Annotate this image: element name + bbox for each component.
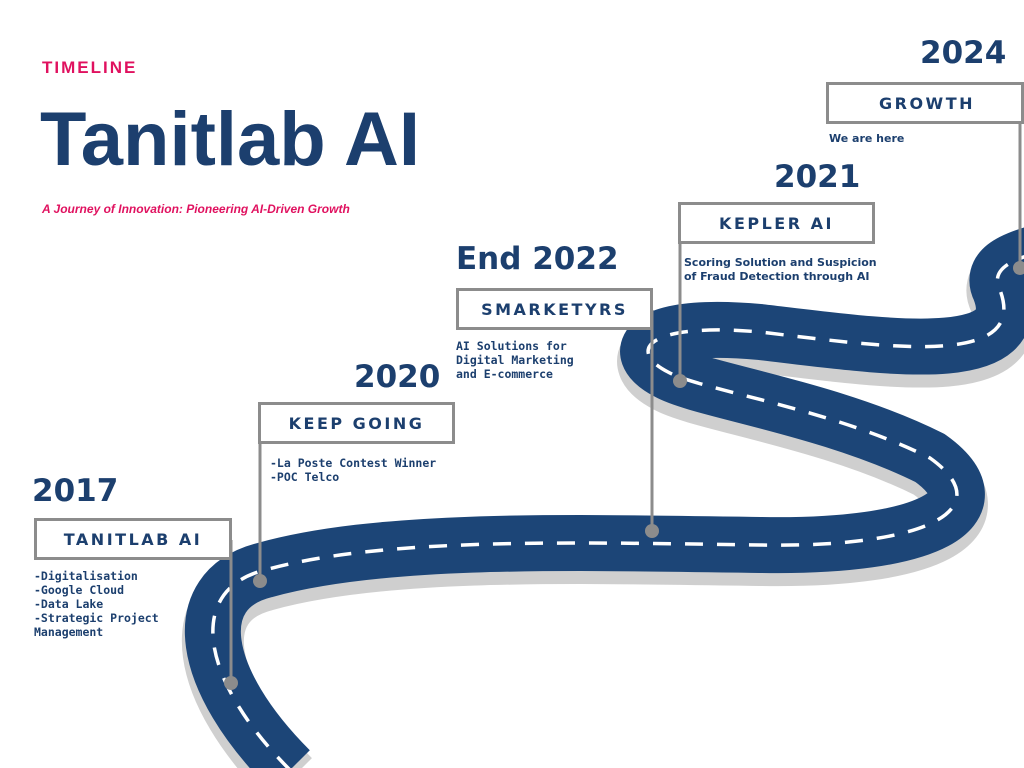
milestone-2017-line: -Digitalisation bbox=[34, 569, 138, 583]
milestone-2020-line: -La Poste Contest Winner bbox=[270, 456, 437, 470]
pole-2017-dot bbox=[224, 676, 238, 690]
milestone-end2022-label: SMARKETYRS bbox=[456, 288, 653, 330]
milestone-2017-line: Management bbox=[34, 625, 104, 639]
milestone-2024-description: We are here bbox=[829, 132, 904, 146]
milestone-2020-year: 2020 bbox=[354, 359, 441, 395]
milestone-2017-line: -Strategic Project bbox=[34, 611, 159, 625]
milestone-2021-line: Scoring Solution and Suspicion bbox=[684, 256, 877, 269]
milestone-2020-label: KEEP GOING bbox=[258, 402, 455, 444]
milestone-2017-line: -Google Cloud bbox=[34, 583, 125, 597]
milestone-2017-description: -Digitalisation -Google Cloud -Data Lake… bbox=[34, 569, 159, 639]
milestone-end2022-year: End 2022 bbox=[456, 241, 619, 277]
timeline-kicker: TIMELINE bbox=[42, 58, 138, 77]
milestone-2021-line: of Fraud Detection through AI bbox=[684, 270, 870, 283]
road-centerline bbox=[211, 255, 1024, 768]
milestone-2017-line: -Data Lake bbox=[34, 597, 104, 611]
milestone-2017-year: 2017 bbox=[32, 473, 119, 509]
milestone-2021-year: 2021 bbox=[774, 159, 861, 195]
milestone-2024-year: 2024 bbox=[920, 35, 1007, 71]
milestone-end2022-line: AI Solutions for bbox=[456, 339, 567, 353]
milestone-2021-description: Scoring Solution and Suspicion of Fraud … bbox=[684, 256, 877, 284]
milestone-end2022-line: Digital Marketing bbox=[456, 353, 574, 367]
pole-2024-dot bbox=[1013, 261, 1024, 275]
milestone-end2022-line: and E-commerce bbox=[456, 367, 553, 381]
page-title: Tanitlab AI bbox=[40, 97, 420, 182]
milestone-2024-line: We are here bbox=[829, 132, 905, 145]
milestone-2024-label: GROWTH bbox=[826, 82, 1024, 124]
page-subtitle: A Journey of Innovation: Pioneering AI-D… bbox=[42, 202, 350, 216]
milestone-2020-line: -POC Telco bbox=[270, 470, 340, 484]
pole-2020-dot bbox=[253, 574, 267, 588]
milestone-2017-label: TANITLAB AI bbox=[34, 518, 232, 560]
milestone-end2022-description: AI Solutions for Digital Marketing and E… bbox=[456, 339, 574, 381]
milestone-2021-label: KEPLER AI bbox=[678, 202, 875, 244]
pole-2021-dot bbox=[673, 374, 687, 388]
pole-end2022-dot bbox=[645, 524, 659, 538]
milestone-2020-description: -La Poste Contest Winner -POC Telco bbox=[270, 456, 436, 484]
